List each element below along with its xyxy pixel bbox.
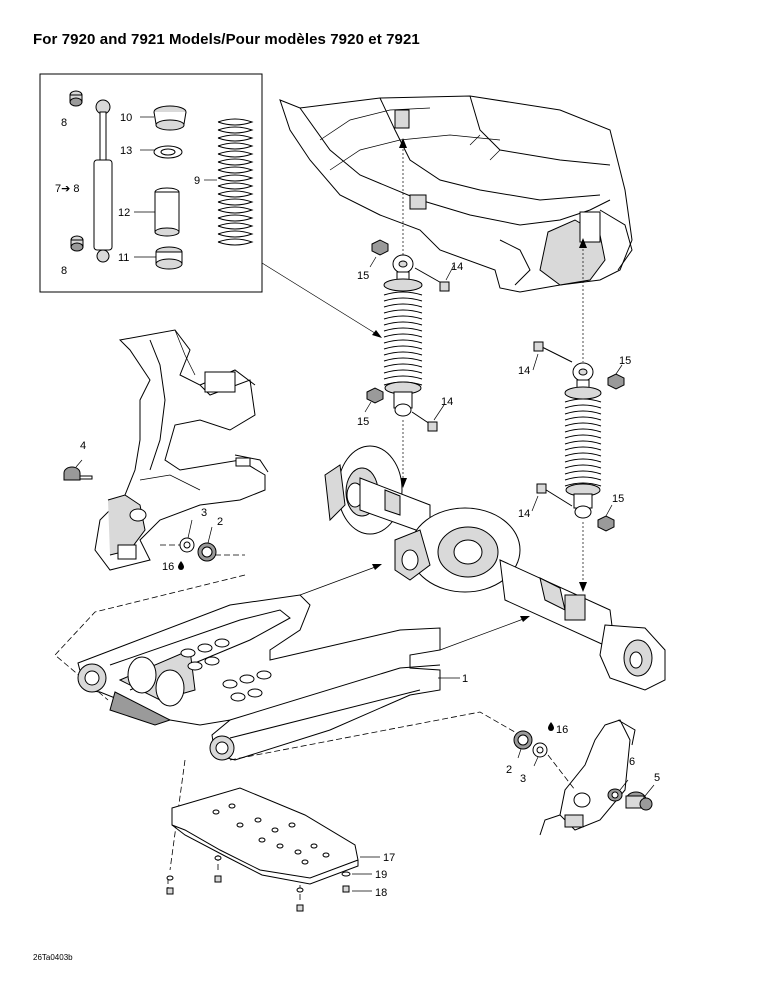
callout-8-top: 8 bbox=[61, 117, 67, 129]
callout-3-left: 3 bbox=[201, 507, 207, 519]
bushing-part-bottom bbox=[70, 235, 84, 252]
figure-reference-code: 26Ta0403b bbox=[33, 953, 73, 962]
callout-14-c: 14 bbox=[518, 365, 530, 377]
callout-19: 19 bbox=[375, 869, 387, 881]
callout-14-a: 14 bbox=[451, 261, 463, 273]
callout-16-right: 16 bbox=[556, 724, 568, 736]
bushing-seal-left bbox=[160, 519, 245, 562]
sleeve-part bbox=[154, 187, 180, 237]
callout-15-d: 15 bbox=[612, 493, 624, 505]
bushing-part-top bbox=[69, 90, 83, 107]
bushing-seal-right bbox=[513, 730, 576, 791]
shock-front-fasteners bbox=[364, 239, 455, 432]
shock-absorber-rear bbox=[564, 238, 602, 592]
inset-box bbox=[39, 73, 263, 293]
shock-rear-fasteners bbox=[531, 341, 625, 532]
callout-13: 13 bbox=[120, 145, 132, 157]
skid-plate-screws bbox=[166, 855, 372, 912]
damper-part bbox=[93, 99, 113, 263]
swing-arm-part bbox=[77, 564, 530, 761]
callout-7-to-8: 7➔ 8 bbox=[55, 183, 80, 195]
callout-18: 18 bbox=[375, 887, 387, 899]
axle-assembly bbox=[324, 445, 666, 691]
callout-16-left: 16 bbox=[162, 561, 174, 573]
callout-1: 1 bbox=[462, 673, 468, 685]
bumper-stop-part bbox=[63, 459, 93, 481]
callout-15-c: 15 bbox=[619, 355, 631, 367]
frame-top-right bbox=[279, 95, 633, 293]
callout-15-b: 15 bbox=[357, 416, 369, 428]
skid-plate-part bbox=[171, 787, 380, 885]
callout-15-a: 15 bbox=[357, 270, 369, 282]
callout-10: 10 bbox=[120, 112, 132, 124]
callout-14-b: 14 bbox=[441, 396, 453, 408]
callout-5: 5 bbox=[654, 772, 660, 784]
callout-12: 12 bbox=[118, 207, 130, 219]
retainer-clip-part bbox=[153, 145, 183, 159]
adjuster-ring-part bbox=[155, 246, 183, 270]
callout-4: 4 bbox=[80, 440, 86, 452]
frame-right-bracket bbox=[539, 719, 636, 836]
spring-cup-part bbox=[153, 105, 187, 131]
callout-9: 9 bbox=[194, 175, 200, 187]
frame-left bbox=[94, 329, 269, 571]
callout-14-d: 14 bbox=[518, 508, 530, 520]
shock-absorber-front bbox=[383, 138, 423, 488]
oil-drop-icon-right bbox=[548, 722, 554, 731]
callout-2-left: 2 bbox=[217, 516, 223, 528]
callout-6: 6 bbox=[629, 756, 635, 768]
callout-2-right: 2 bbox=[506, 764, 512, 776]
coil-spring-part bbox=[217, 118, 254, 246]
inset-pointer-arrow bbox=[261, 262, 382, 338]
callout-3-right: 3 bbox=[520, 773, 526, 785]
washer-and-stop-right bbox=[607, 779, 655, 811]
oil-drop-icon bbox=[178, 561, 184, 570]
callout-11: 11 bbox=[118, 252, 129, 264]
callout-17: 17 bbox=[383, 852, 395, 864]
callout-labels: 8 7➔ 8 8 10 13 12 11 9 15 14 15 14 14 15… bbox=[55, 112, 660, 899]
guide-line-right bbox=[229, 711, 521, 761]
page-title: For 7920 and 7921 Models/Pour modèles 79… bbox=[33, 31, 420, 48]
callout-8-bottom: 8 bbox=[61, 265, 67, 277]
